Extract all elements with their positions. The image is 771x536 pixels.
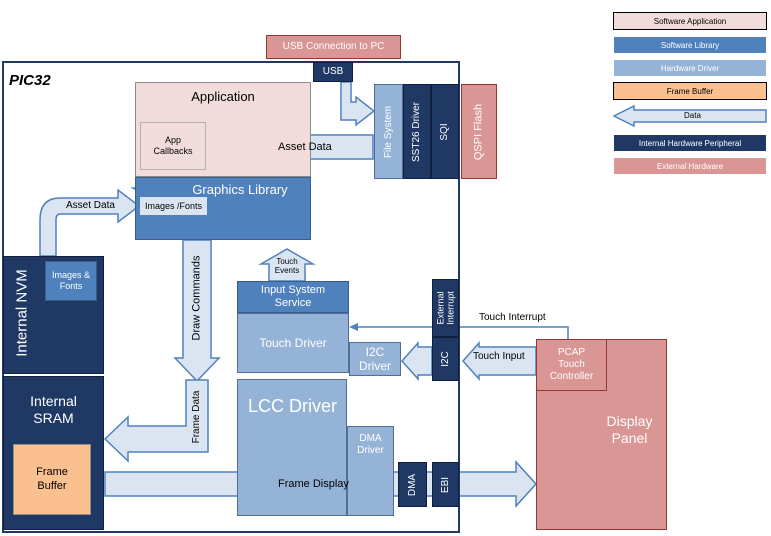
i2c-label: I2C [439, 351, 451, 367]
external-interrupt-label: External Interrupt [435, 291, 456, 325]
i2c-to-i2c-driver-arrow [400, 341, 433, 381]
app-callbacks-label: App Callbacks [153, 135, 193, 156]
images-fonts-label: Images /Fonts [144, 200, 203, 211]
ebi-label: EBI [439, 476, 451, 493]
i2c-box [432, 337, 459, 381]
touch-input-arrow [461, 341, 537, 381]
qspi-flash-label: QSPI Flash [472, 103, 485, 160]
frame-display-label: Frame Display [278, 478, 349, 490]
internal-nvm-title: Internal NVM [13, 269, 31, 357]
pcap-touch-controller-box: PCAP Touch Controller [536, 339, 607, 391]
qspi-flash-box [461, 84, 497, 179]
dma-box [398, 462, 427, 507]
legend-internal-hardware-peripheral: Internal Hardware Peripheral [613, 134, 767, 152]
asset-data-nvm-label: Asset Data [66, 200, 115, 211]
pcap-touch-controller-label: PCAP Touch Controller [549, 347, 594, 382]
usb-connection-label: USB Connection to PC [282, 41, 385, 52]
dma-label: DMA [406, 473, 418, 496]
file-system-box [374, 84, 403, 179]
touch-interrupt-label: Touch Interrupt [479, 312, 546, 323]
legend-data-arrow [612, 105, 767, 127]
file-system-label: File System [382, 105, 394, 158]
usb-label: USB [322, 66, 344, 77]
usb-connection-box: USB Connection to PC [266, 35, 401, 59]
touch-driver-label: Touch Driver [259, 335, 327, 350]
legend-software-library: Software Library [613, 36, 767, 54]
lcc-driver-title: LCC Driver [248, 396, 338, 416]
frame-buffer-label: Frame Buffer [36, 466, 68, 492]
nvm-to-images-fonts-arrow [39, 188, 141, 257]
touch-input-label: Touch Input [473, 351, 525, 362]
touch-events-arrow [258, 248, 316, 282]
frame-data-label: Frame Data [191, 390, 202, 444]
legend-data-label: Data [684, 111, 701, 120]
nvm-images-fonts-label: Images & Fonts [51, 270, 91, 291]
usb-to-filesystem-arrow [340, 81, 376, 127]
touch-driver-box: Touch Driver [237, 313, 349, 373]
pic32-title: PIC32 [9, 72, 51, 89]
app-callbacks-box: App Callbacks [140, 122, 206, 170]
asset-data-app-label: Asset Data [278, 141, 332, 153]
frame-data-arrow [103, 379, 209, 463]
touch-interrupt-arrowhead [349, 323, 358, 331]
input-system-service-box: Input System Service [237, 281, 349, 313]
usb-peripheral: USB [313, 62, 353, 82]
external-interrupt-box [432, 279, 459, 337]
display-panel-label: Display Panel [606, 412, 653, 446]
input-system-service-label: Input System Service [260, 283, 326, 309]
application-title: Application [191, 89, 255, 104]
legend-frame-buffer: Frame Buffer [613, 82, 767, 100]
ebi-box [432, 462, 459, 507]
graphics-library-title: Graphics Library [192, 182, 288, 197]
legend-software-application: Software Application [613, 12, 767, 30]
sqi-label: SQI [439, 122, 450, 141]
legend-hardware-driver: Hardware Driver [613, 59, 767, 77]
touch-interrupt-line [356, 326, 569, 339]
sst26-driver-box [403, 84, 431, 179]
sst26-driver-label: SST26 Driver [411, 101, 422, 162]
lcc-driver-box: LCC Driver [237, 379, 347, 516]
i2c-driver-label: I2C Driver [359, 344, 391, 373]
images-fonts-box: Images /Fonts [139, 196, 208, 216]
dma-driver-box: DMA Driver [347, 426, 394, 516]
nvm-images-fonts-box: Images & Fonts [45, 261, 97, 301]
i2c-driver-box: I2C Driver [349, 342, 401, 376]
internal-sram-title: Internal SRAM [30, 393, 77, 426]
draw-commands-arrow [173, 239, 221, 383]
touch-events-label: Touch Events [274, 257, 300, 275]
dma-driver-label: DMA Driver [357, 433, 384, 456]
sqi-box [431, 84, 459, 179]
legend-external-hardware: External Hardware [613, 157, 767, 175]
frame-buffer-box: Frame Buffer [13, 444, 91, 515]
draw-commands-label: Draw Commands [190, 255, 203, 341]
